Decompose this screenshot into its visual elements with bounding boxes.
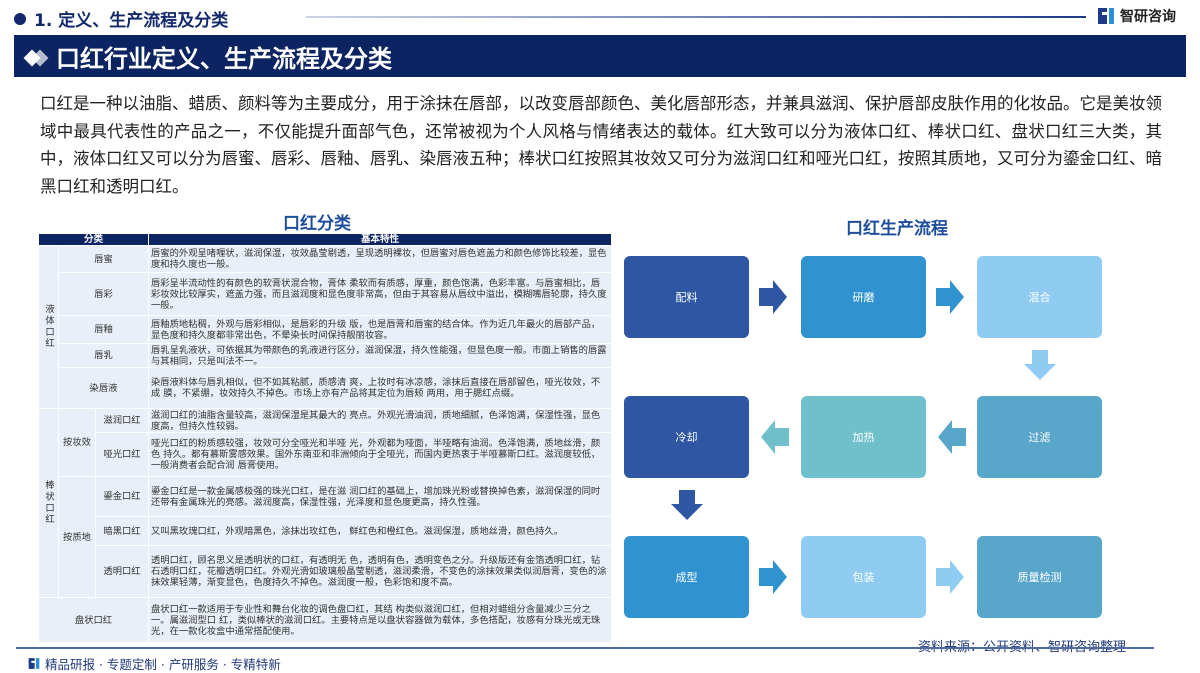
flow-step-4: 过滤 xyxy=(977,396,1102,478)
flow-step-3: 混合 xyxy=(977,256,1102,338)
section-title: 1. 定义、生产流程及分类 xyxy=(34,11,229,31)
table-row: 盘状口红盘状口红一款适用于专业性和舞台化妆的调色盘口红，其结 构类似滋润口红，但… xyxy=(38,597,612,643)
logo-icon xyxy=(28,658,40,669)
table-row: 染唇液染唇液料体与唇乳相似，但不如其粘腻，质感清 爽，上妆时有冰凉感，涂抹后直接… xyxy=(39,367,612,409)
flow-step-2: 研磨 xyxy=(801,256,926,338)
logo-icon xyxy=(1098,8,1114,24)
arrow-right-icon xyxy=(759,280,787,314)
row-desc: 滋润口红的油脂含量较高，滋润保湿是其最大的 亮点。外观光滑油润，质地细腻，色泽饱… xyxy=(148,408,612,433)
flow-title: 口红生产流程 xyxy=(846,219,948,239)
arrow-down-icon xyxy=(671,490,703,520)
group-stick: 棒状口红 xyxy=(38,408,59,598)
bullet-icon xyxy=(14,12,26,25)
table-row: 按质地鎏金口红鎏金口红是一款金属感极强的珠光口红，是在滋 润口红的基础上，增加珠… xyxy=(39,476,612,598)
table-row: 暗黑口红又叫黑玫瑰口红，外观暗黑色，涂抹出玫红色， 鲜红色和橙红色。滋润保湿，质… xyxy=(39,516,612,546)
row-desc: 染唇液料体与唇乳相似，但不如其粘腻，质感清 爽，上妆时有冰凉感，涂抹后直接在唇部… xyxy=(148,367,612,409)
row-desc: 唇蜜的外观呈啫喱状，滋润保湿，妆效晶莹剔透，呈现透明裸妆，但唇蜜对唇色遮盖力和颜… xyxy=(148,245,612,273)
header-features: 基本特性 xyxy=(148,233,612,246)
diamond-icon xyxy=(23,42,49,70)
row-desc: 唇乳呈乳液状，可依据其为带颜色的乳液进行区分，滋润保湿，持久性能强，但显色度一般… xyxy=(148,343,612,368)
row-name: 透明口红 xyxy=(95,545,149,598)
row-name: 盘状口红 xyxy=(38,597,149,643)
arrow-down-icon xyxy=(1024,350,1056,380)
brand-logo: 智研咨询 xyxy=(1097,6,1176,26)
table-row: 透明口红透明口红，顾名思义是透明状的口红，有透明无 色，透明有色，透明变色之分。… xyxy=(39,545,612,598)
intro-paragraph: 口红是一种以油脂、蜡质、颜料等为主要成分，用于涂抹在唇部，以改变唇部颜色、美化唇… xyxy=(40,94,1162,196)
table-row: 唇釉唇釉质地粘稠，外观与唇彩相似，是唇彩的升级 版，也是唇膏和唇蜜的结合体。作为… xyxy=(39,315,612,344)
table-row: 棒状口红按妆效滋润口红滋润口红的油脂含量较高，滋润保湿是其最大的 亮点。外观光滑… xyxy=(38,408,612,598)
table-title: 口红分类 xyxy=(283,214,351,234)
arrow-left-icon xyxy=(761,420,789,454)
row-desc: 又叫黑玫瑰口红，外观暗黑色，涂抹出玫红色， 鲜红色和橙红色。滋润保湿，质地丝滑，… xyxy=(148,516,612,546)
row-name: 鎏金口红 xyxy=(95,476,149,517)
subgroup-effect: 按妆效 xyxy=(58,408,96,477)
footer-slogan: 精品研报 · 专题定制 · 产研服务 · 专精特新 xyxy=(28,654,281,673)
table-row: 液体口红唇蜜唇蜜的外观呈啫喱状，滋润保湿，妆效晶莹剔透，呈现透明裸妆，但唇蜜对唇… xyxy=(38,245,612,409)
classification-table: 分类基本特性 液体口红唇蜜唇蜜的外观呈啫喱状，滋润保湿，妆效晶莹剔透，呈现透明裸… xyxy=(38,233,612,643)
row-name: 唇乳 xyxy=(58,343,149,368)
slogan-text: 精品研报 · 专题定制 · 产研服务 · 专精特新 xyxy=(45,657,281,672)
row-name: 哑光口红 xyxy=(95,432,149,477)
flow-step-5: 加热 xyxy=(801,396,926,478)
divider xyxy=(306,16,1086,18)
source-note: 资料来源：公开资料、智研咨询整理 xyxy=(918,640,1127,655)
row-name: 滋润口红 xyxy=(95,408,149,433)
row-desc: 唇釉质地粘稠，外观与唇彩相似，是唇彩的升级 版，也是唇膏和唇蜜的结合体。作为近几… xyxy=(148,315,612,344)
arrow-right-icon xyxy=(936,560,964,594)
flow-step-6: 冷却 xyxy=(624,396,749,478)
row-desc: 唇彩呈半流动性的有颜色的软膏状混合物，膏体 柔软而有质感，厚重，颜色饱满，色彩丰… xyxy=(148,272,612,316)
section-heading: 1. 定义、生产流程及分类 xyxy=(14,6,228,31)
arrow-right-icon xyxy=(759,560,787,594)
row-name: 唇彩 xyxy=(58,272,149,316)
title-banner: 口红行业定义、生产流程及分类 xyxy=(14,35,1186,77)
row-desc: 盘状口红一款适用于专业性和舞台化妆的调色盘口红，其结 构类似滋润口红，但相对蜡组… xyxy=(148,597,612,643)
flow-step-9: 质量检测 xyxy=(977,536,1102,618)
flow-step-8: 包装 xyxy=(801,536,926,618)
row-name: 唇蜜 xyxy=(58,245,149,273)
row-name: 唇釉 xyxy=(58,315,149,344)
arrow-left-icon xyxy=(938,420,966,454)
page-title: 口红行业定义、生产流程及分类 xyxy=(56,44,392,73)
brand-name: 智研咨询 xyxy=(1120,9,1176,25)
header-category: 分类 xyxy=(38,233,149,246)
arrow-right-icon xyxy=(936,280,964,314)
flow-step-1: 配料 xyxy=(624,256,749,338)
row-desc: 鎏金口红是一款金属感极强的珠光口红，是在滋 润口红的基础上，增加珠光粉或替换掉色… xyxy=(148,476,612,517)
row-name: 暗黑口红 xyxy=(95,516,149,546)
divider xyxy=(16,647,1154,649)
group-liquid: 液体口红 xyxy=(38,245,59,409)
subgroup-texture: 按质地 xyxy=(58,476,96,598)
row-desc: 哑光口红的粉质感较强，妆效可分全哑光和半哑 光，外观都为哑面，半哑略有油润。色泽… xyxy=(148,432,612,477)
table-row: 唇乳唇乳呈乳液状，可依据其为带颜色的乳液进行区分，滋润保湿，持久性能强，但显色度… xyxy=(39,343,612,368)
table-header: 分类基本特性 xyxy=(38,233,612,246)
row-desc: 透明口红，顾名思义是透明状的口红，有透明无 色，透明有色，透明变色之分。升级版还… xyxy=(148,545,612,598)
table-row: 唇彩唇彩呈半流动性的有颜色的软膏状混合物，膏体 柔软而有质感，厚重，颜色饱满，色… xyxy=(39,272,612,316)
flow-step-7: 成型 xyxy=(624,536,749,618)
row-name: 染唇液 xyxy=(58,367,149,409)
table-row: 哑光口红哑光口红的粉质感较强，妆效可分全哑光和半哑 光，外观都为哑面，半哑略有油… xyxy=(39,432,612,477)
